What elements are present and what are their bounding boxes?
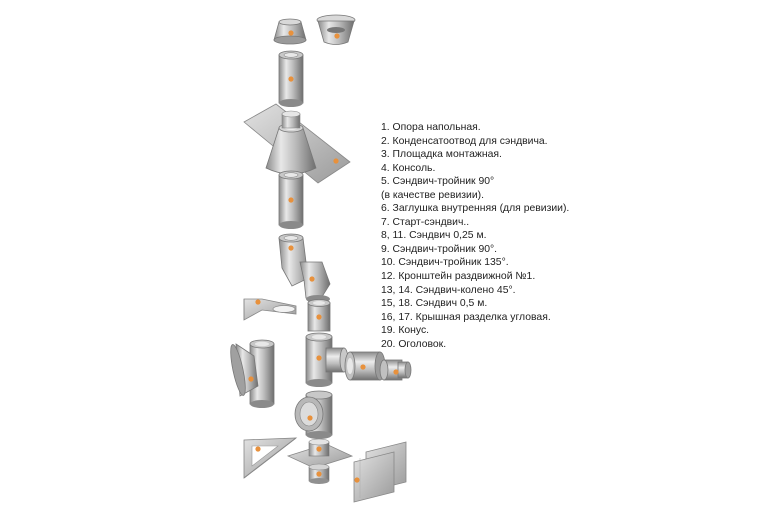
marker-dot — [288, 197, 294, 203]
marker-dot — [333, 158, 339, 164]
sandwich-pipe-mid — [278, 170, 304, 229]
wall-console — [243, 437, 298, 479]
tee-135 — [230, 339, 275, 408]
legend-item: 10. Сэндвич-тройник 135°. — [381, 257, 509, 269]
tee-90 — [305, 332, 349, 387]
legend-item: 3. Площадка монтажная. — [381, 149, 502, 161]
start-sandwich — [379, 359, 412, 381]
marker-dot — [393, 369, 399, 375]
legend-item: 12. Кронштейн раздвижной №1. — [381, 271, 536, 283]
legend-item: 7. Старт-сэндвич.. — [381, 216, 470, 228]
legend-item: 6. Заглушка внутренняя (для ревизии). — [381, 203, 570, 215]
marker-dot — [288, 30, 294, 36]
legend-item: (в качестве ревизии). — [381, 189, 485, 201]
head-part — [273, 18, 307, 45]
marker-dot — [255, 446, 261, 452]
legend-list: 1. Опора напольная. 2. Конденсатоотвод д… — [381, 121, 569, 351]
marker-dot — [316, 314, 322, 320]
marker-dot — [255, 299, 261, 305]
marker-dot — [248, 376, 254, 382]
cone-part — [316, 14, 356, 45]
legend-item: 8, 11. Сэндвич 0,25 м. — [381, 230, 487, 242]
roof-flashing — [243, 103, 351, 184]
legend-item: 20. Оголовок. — [381, 338, 447, 350]
floor-support — [353, 441, 407, 503]
mounting-plate — [286, 438, 354, 469]
legend-item: 2. Конденсатоотвод для сэндвича. — [381, 135, 548, 147]
sandwich-short-horizontal — [344, 351, 386, 381]
telescopic-bracket — [243, 298, 297, 321]
legend-item: 19. Конус. — [381, 325, 430, 337]
legend-item: 5. Сэндвич-тройник 90° — [381, 176, 495, 188]
marker-dot — [288, 245, 294, 251]
legend-item: 13, 14. Сэндвич-колено 45°. — [381, 284, 516, 296]
elbow-45-pair — [278, 233, 331, 303]
marker-dot — [354, 477, 360, 483]
marker-dot — [360, 364, 366, 370]
marker-dot — [307, 415, 313, 421]
marker-dot — [288, 76, 294, 82]
marker-dot — [316, 355, 322, 361]
condensate-drain — [308, 463, 330, 484]
legend-item: 16, 17. Крышная разделка угловая. — [381, 311, 551, 323]
sandwich-short-upper — [307, 299, 331, 332]
legend-item: 9. Сэндвич-тройник 90°. — [381, 243, 498, 255]
legend-item: 1. Опора напольная. — [381, 122, 481, 133]
legend-item: 4. Консоль. — [381, 162, 436, 174]
marker-dot — [316, 446, 322, 452]
marker-dot — [316, 471, 322, 477]
legend-item: 15, 18. Сэндвич 0,5 м. — [381, 298, 488, 310]
inspection-tee — [294, 390, 333, 439]
sandwich-pipe-top — [278, 50, 304, 107]
marker-dot — [309, 276, 315, 282]
marker-dot — [334, 33, 340, 39]
